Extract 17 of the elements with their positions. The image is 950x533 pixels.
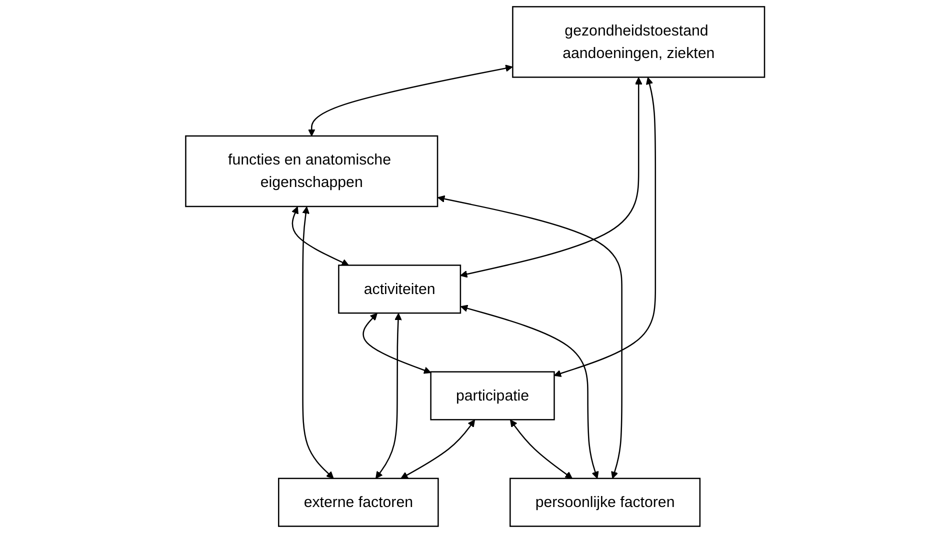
node-box: persoonlijke factoren [509, 478, 700, 527]
arrow [460, 304, 599, 479]
node-box: gezondheidstoestand aandoeningen, ziekten [512, 6, 766, 78]
node-box: participatie [430, 371, 555, 420]
node-box: activiteiten [338, 264, 461, 314]
arrow [460, 77, 642, 278]
arrow [308, 64, 513, 136]
arrow [291, 206, 349, 266]
arrow [437, 195, 622, 479]
node-box: externe factoren [278, 478, 439, 527]
arrow [375, 313, 402, 479]
arrow [510, 420, 572, 479]
arrow [302, 206, 334, 479]
arrow [400, 420, 475, 479]
node-box: functies en anatomische eigenschappen [184, 135, 438, 208]
arrow [554, 77, 656, 377]
arrow [362, 312, 432, 374]
